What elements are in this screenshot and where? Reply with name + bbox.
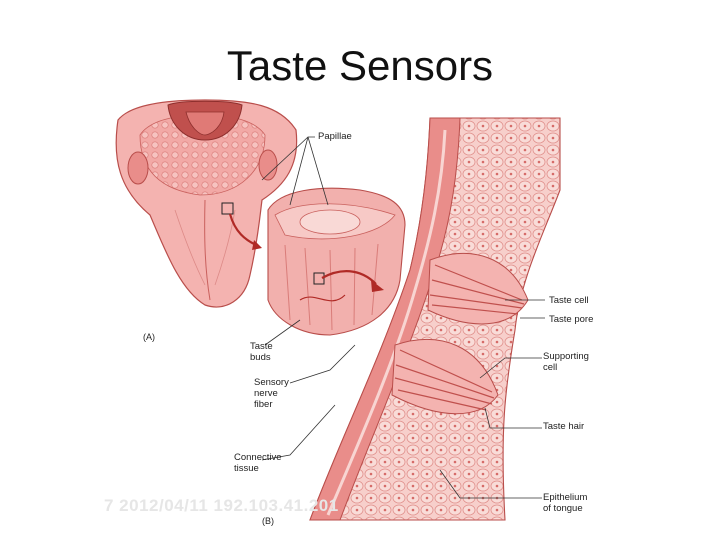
label-taste-pore: Taste pore (549, 314, 593, 325)
label-taste-hair: Taste hair (543, 421, 584, 432)
label-taste-buds: Taste buds (250, 341, 273, 363)
label-panel-b: (B) (262, 516, 274, 527)
label-epithelium-of-tongue: Epithelium of tongue (543, 492, 587, 514)
label-supporting-cell: Supporting cell (543, 351, 589, 373)
label-sensory-nerve-fiber: Sensory nerve fiber (254, 377, 289, 410)
label-panel-a: (A) (143, 332, 155, 343)
watermark-text: 7 2012/04/11 192.103.41.201 (104, 496, 339, 516)
label-connective-tissue: Connective tissue (234, 452, 282, 474)
label-papillae: Papillae (318, 131, 352, 142)
label-taste-cell: Taste cell (549, 295, 589, 306)
papilla-block (268, 188, 405, 335)
